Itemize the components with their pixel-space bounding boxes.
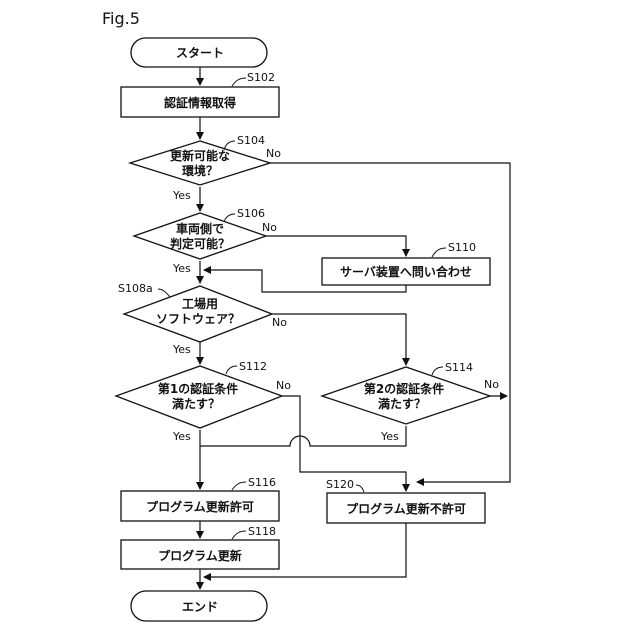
s106-label-line1: 車両側で [176,221,224,236]
s108a-yes-label: Yes [172,343,191,356]
figure-label: Fig.5 [102,9,140,28]
s104-label-line1: 更新可能な [170,148,230,163]
s104-yes-label: Yes [172,189,191,202]
s112-label-line2: 満たす？ [172,396,220,411]
s112-step-id: S112 [239,360,267,373]
s118-label: プログラム更新 [158,548,242,563]
s120-label: プログラム更新不許可 [346,501,466,516]
s118-step-id: S118 [248,525,276,538]
start-label: スタート [176,46,224,60]
decision-s104: 更新可能な 環境？ S104 [130,134,270,185]
s106-step-id: S106 [237,207,265,220]
s108a-step-id: S108a [118,282,153,295]
decision-s112: 第1の認証条件 満たす？ S112 [116,360,282,428]
decision-s114: 第2の認証条件 満たす？ S114 [322,361,490,424]
s112-yes-label: Yes [172,430,191,443]
s106-label-line2: 判定可能？ [170,236,230,251]
s104-step-id: S104 [237,134,265,147]
s112-label-line1: 第1の認証条件 [158,381,238,396]
s114-yes-label: Yes [380,430,399,443]
decision-s106: 車両側で 判定可能？ S106 [134,207,266,259]
s102-label: 認証情報取得 [164,95,236,110]
s108a-label-line2: ソフトウェア？ [156,312,240,326]
s114-label-line2: 満たす？ [378,396,426,411]
s104-label-line2: 環境？ [182,163,218,178]
s114-label-line1: 第2の認証条件 [364,381,444,396]
s110-label: サーバ装置へ問い合わせ [340,264,472,279]
s114-step-id: S114 [445,361,473,374]
s108a-no-label: No [272,316,287,329]
s112-no-label: No [276,379,291,392]
s102-step-id: S102 [247,71,275,84]
s110-step-id: S110 [448,241,476,254]
s116-step-id: S116 [248,476,276,489]
s106-yes-label: Yes [172,262,191,275]
s106-no-label: No [262,221,277,234]
s114-no-label: No [484,378,499,391]
decision-s108a: 工場用 ソフトウェア？ S108a [118,282,272,342]
s108a-label-line1: 工場用 [182,296,218,311]
s104-no-label: No [266,147,281,160]
end-label: エンド [182,600,218,614]
end-terminal: エンド [131,591,267,621]
s116-label: プログラム更新許可 [146,499,254,514]
start-terminal: スタート [131,38,267,67]
s120-step-id: S120 [326,478,354,491]
